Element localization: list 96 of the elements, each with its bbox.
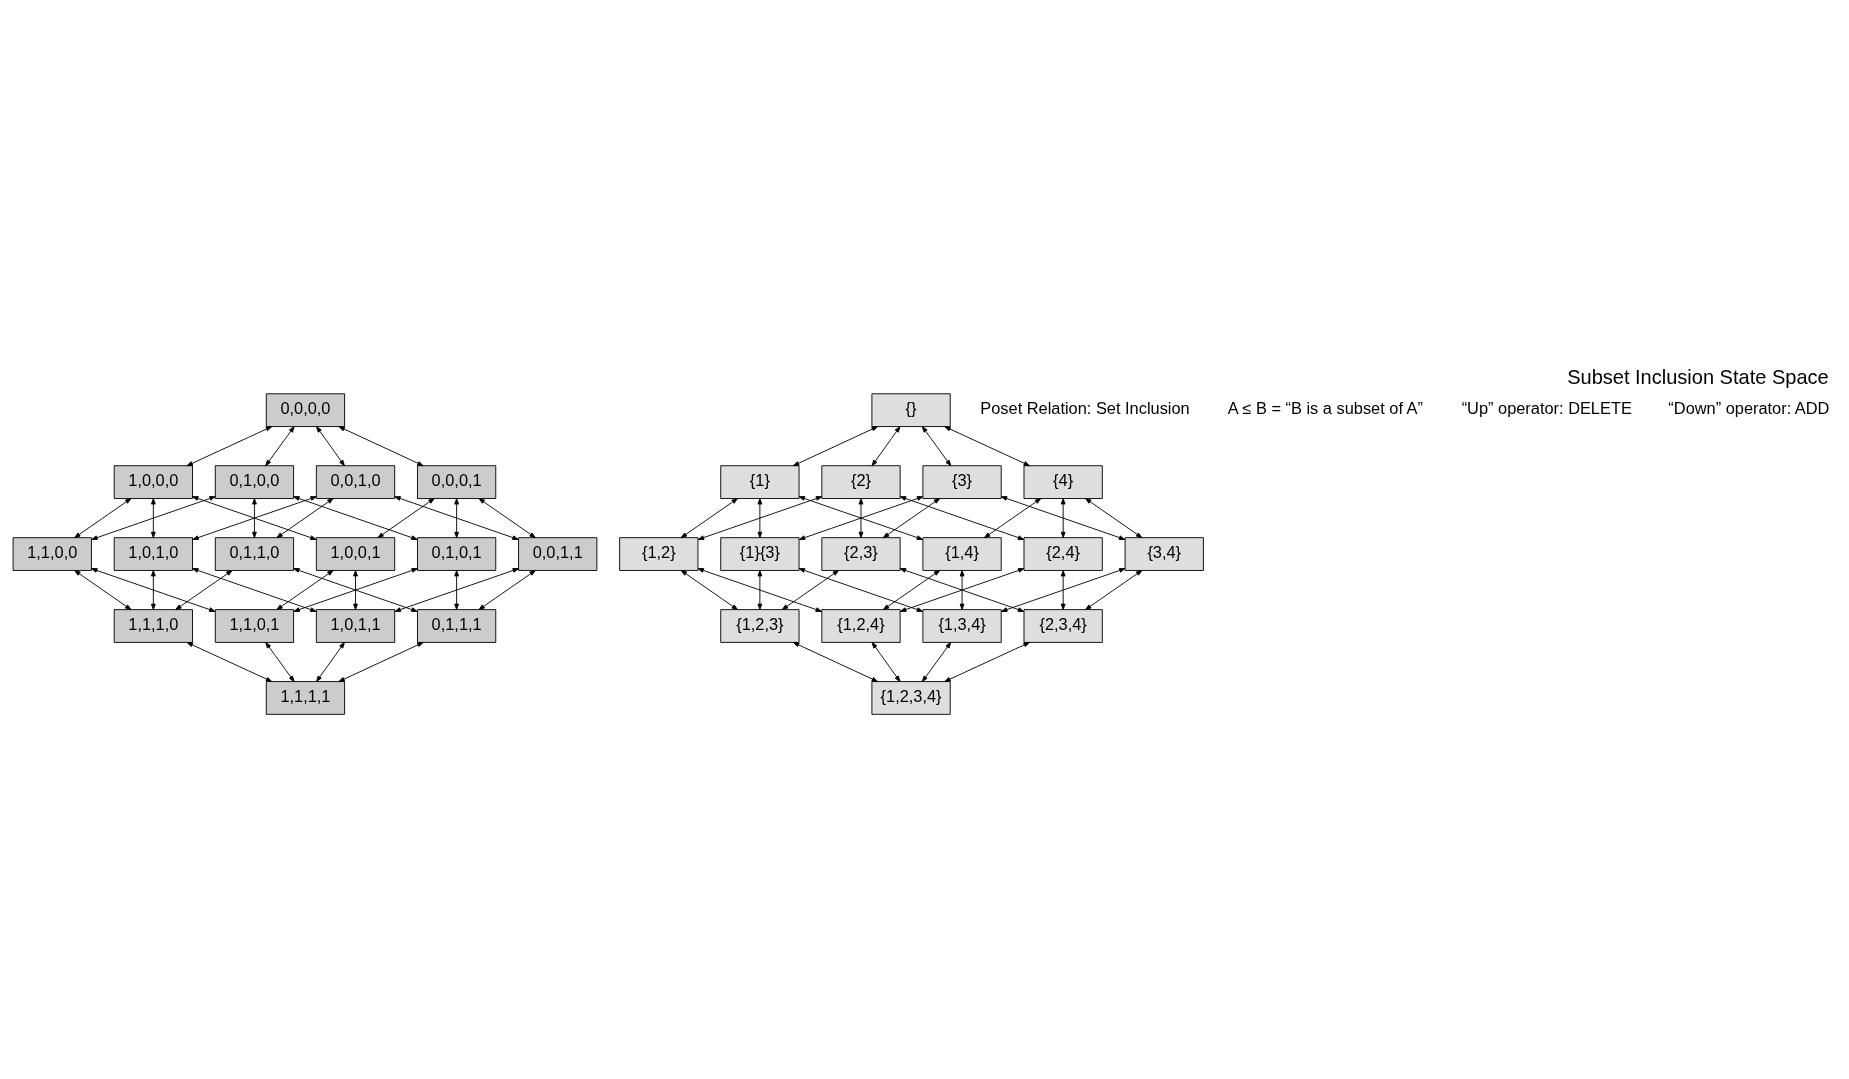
arrow: [192, 568, 317, 612]
arrow: [316, 642, 345, 682]
arrow: [394, 568, 519, 612]
node-box: 0,0,0,0: [265, 393, 346, 428]
node-box: 0,0,1,0: [315, 465, 396, 499]
node-box: 1,0,1,1: [315, 609, 396, 643]
arrow: [757, 498, 763, 539]
arrow: [944, 642, 1030, 682]
arrow: [478, 570, 536, 611]
arrow: [293, 568, 418, 612]
diagram-title: Subset Inclusion State Space: [1567, 366, 1829, 389]
arrow: [1000, 496, 1126, 540]
node-box: 1,0,0,0: [113, 465, 193, 499]
arrow: [680, 498, 738, 539]
arrow: [697, 568, 822, 612]
arrow: [74, 570, 132, 611]
arrow: [353, 570, 358, 611]
node-box: {2}: [821, 465, 901, 499]
node-box: {2,3}: [821, 537, 901, 571]
arrow: [1060, 498, 1066, 539]
arrow: [338, 426, 424, 467]
arrow: [697, 496, 823, 540]
node-box: 1,0,0,1: [315, 537, 396, 571]
arrow: [338, 642, 424, 682]
label: “Up” operator: DELETE: [1461, 399, 1632, 418]
arrow: [478, 498, 536, 539]
node-box: 0,0,0,1: [417, 465, 497, 499]
arrow: [944, 426, 1030, 467]
arrow: [74, 498, 132, 539]
arrow: [792, 426, 878, 467]
arrow: [798, 568, 924, 612]
arrow: [781, 570, 839, 611]
arrow: [186, 642, 273, 682]
node-box: 0,0,1,1: [518, 537, 598, 571]
node-box: {1,2,4}: [821, 609, 901, 643]
arrow: [265, 426, 295, 467]
arrow: [959, 570, 965, 611]
arrow: [394, 496, 519, 540]
node-box: {1}: [720, 465, 800, 499]
arrow: [680, 570, 738, 611]
arrow: [377, 498, 435, 539]
arrow: [871, 426, 901, 467]
node-box: 1,1,1,0: [113, 609, 193, 643]
arrow: [984, 498, 1042, 539]
arrow: [151, 498, 156, 539]
arrow: [858, 498, 864, 539]
arrow: [921, 426, 952, 467]
arrow: [798, 496, 924, 540]
arrow: [175, 570, 233, 611]
arrow: [276, 498, 334, 539]
arrow: [252, 498, 257, 539]
arrow: [91, 568, 216, 612]
arrow: [186, 426, 273, 467]
arrow: [1085, 498, 1143, 539]
node-box: {4}: [1023, 465, 1103, 499]
arrow: [192, 496, 317, 540]
arrow: [316, 426, 345, 467]
label: “Down” operator: ADD: [1668, 399, 1830, 418]
node-box: 1,0,1,0: [113, 537, 193, 571]
node-box: {1,2,3}: [720, 609, 800, 643]
node-box: {1,2}: [619, 537, 699, 571]
node-box: {3,4}: [1124, 537, 1204, 571]
arrow: [1060, 570, 1066, 611]
arrow: [265, 642, 295, 682]
arrow: [793, 642, 879, 682]
node-box: 0,1,1,0: [214, 537, 295, 571]
arrow: [293, 496, 418, 540]
arrow: [921, 642, 952, 682]
arrow: [899, 496, 1025, 540]
node-box: {3}: [922, 465, 1002, 499]
arrow: [1085, 570, 1143, 611]
node-box: 1,1,0,1: [214, 609, 295, 643]
node-box: 1,1,0,0: [12, 537, 92, 571]
arrow: [757, 570, 763, 611]
arrow: [882, 498, 941, 539]
label: Poset Relation: Set Inclusion: [980, 399, 1190, 418]
node-box: {1}{3}: [720, 537, 800, 571]
node-box: {1,3,4}: [922, 609, 1002, 643]
node-box: 0,1,1,1: [417, 609, 497, 643]
node-box: {}: [871, 393, 951, 428]
node-box: {2,3,4}: [1023, 609, 1103, 643]
arrow: [454, 570, 459, 611]
node-box: 0,1,0,0: [214, 465, 295, 499]
label: A ≤ B = “B is a subset of A”: [1227, 399, 1423, 418]
arrow: [882, 570, 941, 611]
arrow: [454, 498, 459, 539]
arrow: [871, 642, 901, 682]
arrow: [151, 570, 156, 611]
node-box: 1,1,1,1: [265, 681, 346, 715]
arrow: [91, 496, 216, 540]
node-box: {1,2,3,4}: [871, 681, 951, 715]
arrow: [276, 570, 334, 611]
arrow: [1001, 568, 1126, 612]
node-box: {1,4}: [922, 537, 1002, 571]
node-box: 0,1,0,1: [417, 537, 497, 571]
node-box: {2,4}: [1023, 537, 1103, 571]
